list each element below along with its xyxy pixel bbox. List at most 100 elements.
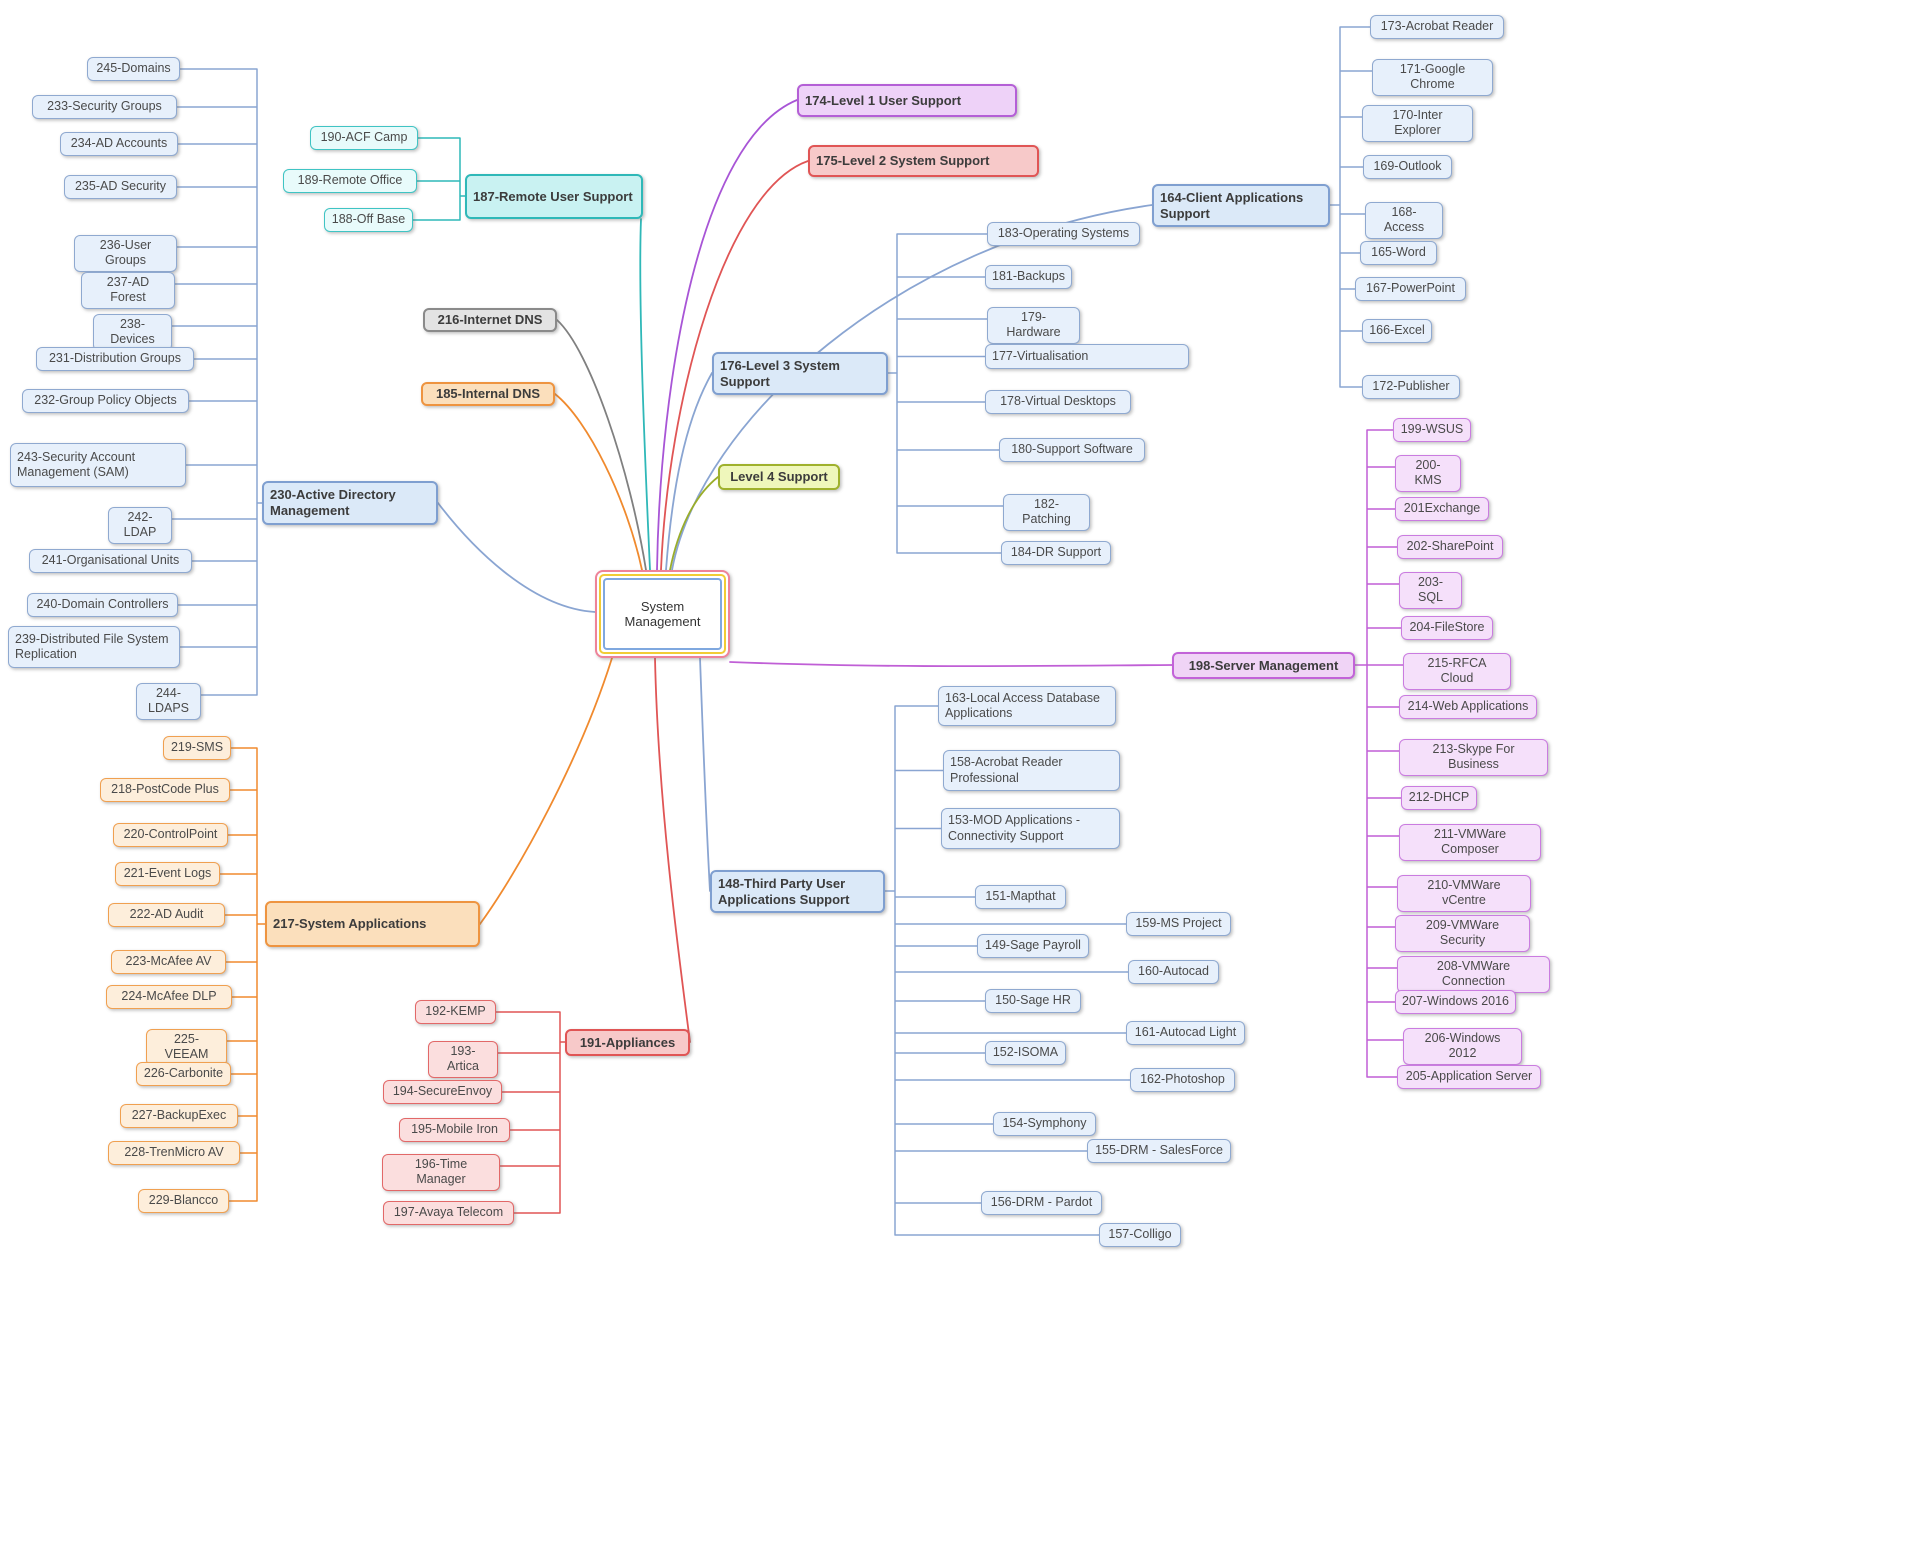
node-169-outlook[interactable]: 169-Outlook (1363, 155, 1452, 179)
node-210-vmware-vcentre[interactable]: 210-VMWare vCentre (1397, 875, 1531, 912)
node-217-system-applications[interactable]: 217-System Applications (265, 901, 480, 947)
node-206-windows-2012[interactable]: 206-Windows 2012 (1403, 1028, 1522, 1065)
node-154-symphony[interactable]: 154-Symphony (993, 1112, 1096, 1136)
node-228-trenmicro-av[interactable]: 228-TrenMicro AV (108, 1141, 240, 1165)
node-204-filestore[interactable]: 204-FileStore (1401, 616, 1493, 640)
node-220-controlpoint[interactable]: 220-ControlPoint (113, 823, 228, 847)
node-188-off-base[interactable]: 188-Off Base (324, 208, 413, 232)
node-160-autocad[interactable]: 160-Autocad (1128, 960, 1219, 984)
node-178-virtual-desktops[interactable]: 178-Virtual Desktops (985, 390, 1131, 414)
node-192-kemp[interactable]: 192-KEMP (415, 1000, 496, 1024)
node-242-ldap[interactable]: 242-LDAP (108, 507, 172, 544)
node-233-security-groups[interactable]: 233-Security Groups (32, 95, 177, 119)
node-243-security-account-management-sam[interactable]: 243-Security Account Management (SAM) (10, 443, 186, 487)
node-212-dhcp[interactable]: 212-DHCP (1401, 786, 1477, 810)
node-170-inter-explorer[interactable]: 170-Inter Explorer (1362, 105, 1473, 142)
node-211-vmware-composer[interactable]: 211-VMWare Composer (1399, 824, 1541, 861)
node-148-third-party-user-applications-support[interactable]: 148-Third Party User Applications Suppor… (710, 870, 885, 913)
node-208-vmware-connection[interactable]: 208-VMWare Connection (1397, 956, 1550, 993)
node-223-mcafee-av[interactable]: 223-McAfee AV (111, 950, 226, 974)
node-176-level-3-system-support[interactable]: 176-Level 3 System Support (712, 352, 888, 395)
node-level-4-support[interactable]: Level 4 Support (718, 464, 840, 490)
node-187-remote-user-support[interactable]: 187-Remote User Support (465, 174, 643, 219)
node-232-group-policy-objects[interactable]: 232-Group Policy Objects (22, 389, 189, 413)
node-202-sharepoint[interactable]: 202-SharePoint (1397, 535, 1503, 559)
node-174-level-1-user-support[interactable]: 174-Level 1 User Support (797, 84, 1017, 117)
node-226-carbonite[interactable]: 226-Carbonite (136, 1062, 231, 1086)
node-185-internal-dns[interactable]: 185-Internal DNS (421, 382, 555, 406)
node-149-sage-payroll[interactable]: 149-Sage Payroll (977, 934, 1089, 958)
node-222-ad-audit[interactable]: 222-AD Audit (108, 903, 225, 927)
node-195-mobile-iron[interactable]: 195-Mobile Iron (399, 1118, 510, 1142)
node-180-support-software[interactable]: 180-Support Software (999, 438, 1145, 462)
node-244-ldaps[interactable]: 244-LDAPS (136, 683, 201, 720)
node-164-client-applications-support[interactable]: 164-Client Applications Support (1152, 184, 1330, 227)
node-218-postcode-plus[interactable]: 218-PostCode Plus (100, 778, 230, 802)
node-209-vmware-security[interactable]: 209-VMWare Security (1395, 915, 1530, 952)
node-198-server-management[interactable]: 198-Server Management (1172, 652, 1355, 679)
node-150-sage-hr[interactable]: 150-Sage HR (985, 989, 1081, 1013)
node-235-ad-security[interactable]: 235-AD Security (64, 175, 177, 199)
node-177-virtualisation[interactable]: 177-Virtualisation (985, 344, 1189, 369)
node-162-photoshop[interactable]: 162-Photoshop (1130, 1068, 1235, 1092)
node-227-backupexec[interactable]: 227-BackupExec (120, 1104, 238, 1128)
connector-line (729, 661, 1173, 668)
node-201exchange[interactable]: 201Exchange (1395, 497, 1489, 521)
node-173-acrobat-reader[interactable]: 173-Acrobat Reader (1370, 15, 1504, 39)
node-161-autocad-light[interactable]: 161-Autocad Light (1126, 1021, 1245, 1045)
node-245-domains[interactable]: 245-Domains (87, 57, 180, 81)
node-166-excel[interactable]: 166-Excel (1362, 319, 1432, 343)
node-224-mcafee-dlp[interactable]: 224-McAfee DLP (106, 985, 232, 1009)
node-207-windows-2016[interactable]: 207-Windows 2016 (1395, 990, 1516, 1014)
node-183-operating-systems[interactable]: 183-Operating Systems (987, 222, 1140, 246)
node-197-avaya-telecom[interactable]: 197-Avaya Telecom (383, 1201, 514, 1225)
node-196-time-manager[interactable]: 196-Time Manager (382, 1154, 500, 1191)
node-203-sql[interactable]: 203-SQL (1399, 572, 1462, 609)
node-175-level-2-system-support[interactable]: 175-Level 2 System Support (808, 145, 1039, 177)
node-229-blancco[interactable]: 229-Blancco (138, 1189, 229, 1213)
node-240-domain-controllers[interactable]: 240-Domain Controllers (27, 593, 178, 617)
node-191-appliances[interactable]: 191-Appliances (565, 1029, 690, 1056)
node-219-sms[interactable]: 219-SMS (163, 736, 231, 760)
node-194-secureenvoy[interactable]: 194-SecureEnvoy (383, 1080, 502, 1104)
node-193-artica[interactable]: 193-Artica (428, 1041, 498, 1078)
node-190-acf-camp[interactable]: 190-ACF Camp (310, 126, 418, 150)
root-node-system-management[interactable]: System Management (595, 570, 730, 658)
node-200-kms[interactable]: 200-KMS (1395, 455, 1461, 492)
node-181-backups[interactable]: 181-Backups (985, 265, 1072, 289)
node-151-mapthat[interactable]: 151-Mapthat (975, 885, 1066, 909)
node-221-event-logs[interactable]: 221-Event Logs (115, 862, 220, 886)
node-230-active-directory-management[interactable]: 230-Active Directory Management (262, 481, 438, 525)
node-205-application-server[interactable]: 205-Application Server (1397, 1065, 1541, 1089)
node-158-acrobat-reader-professional[interactable]: 158-Acrobat Reader Professional (943, 750, 1120, 791)
node-159-ms-project[interactable]: 159-MS Project (1126, 912, 1231, 936)
node-236-user-groups[interactable]: 236-User Groups (74, 235, 177, 272)
node-189-remote-office[interactable]: 189-Remote Office (283, 169, 417, 193)
node-213-skype-for-business[interactable]: 213-Skype For Business (1399, 739, 1548, 776)
node-156-drm-pardot[interactable]: 156-DRM - Pardot (981, 1191, 1102, 1215)
node-234-ad-accounts[interactable]: 234-AD Accounts (60, 132, 178, 156)
node-231-distribution-groups[interactable]: 231-Distribution Groups (36, 347, 194, 371)
node-153-mod-applications-connectivity-support[interactable]: 153-MOD Applications - Connectivity Supp… (941, 808, 1120, 849)
node-238-devices[interactable]: 238-Devices (93, 314, 172, 351)
node-155-drm-salesforce[interactable]: 155-DRM - SalesForce (1087, 1139, 1231, 1163)
node-237-ad-forest[interactable]: 237-AD Forest (81, 272, 175, 309)
node-167-powerpoint[interactable]: 167-PowerPoint (1355, 277, 1466, 301)
node-239-distributed-file-system-replication[interactable]: 239-Distributed File System Replication (8, 626, 180, 668)
node-157-colligo[interactable]: 157-Colligo (1099, 1223, 1181, 1247)
node-182-patching[interactable]: 182-Patching (1003, 494, 1090, 531)
node-225-veeam[interactable]: 225-VEEAM (146, 1029, 227, 1066)
node-214-web-applications[interactable]: 214-Web Applications (1399, 695, 1537, 719)
node-172-publisher[interactable]: 172-Publisher (1362, 375, 1460, 399)
node-179-hardware[interactable]: 179-Hardware (987, 307, 1080, 344)
node-152-isoma[interactable]: 152-ISOMA (985, 1041, 1066, 1065)
node-199-wsus[interactable]: 199-WSUS (1393, 418, 1471, 442)
node-184-dr-support[interactable]: 184-DR Support (1001, 541, 1111, 565)
node-216-internet-dns[interactable]: 216-Internet DNS (423, 308, 557, 332)
node-163-local-access-database-applications[interactable]: 163-Local Access Database Applications (938, 686, 1116, 726)
node-168-access[interactable]: 168-Access (1365, 202, 1443, 239)
node-171-google-chrome[interactable]: 171-Google Chrome (1372, 59, 1493, 96)
node-215-rfca-cloud[interactable]: 215-RFCA Cloud (1403, 653, 1511, 690)
node-165-word[interactable]: 165-Word (1360, 241, 1437, 265)
node-241-organisational-units[interactable]: 241-Organisational Units (29, 549, 192, 573)
